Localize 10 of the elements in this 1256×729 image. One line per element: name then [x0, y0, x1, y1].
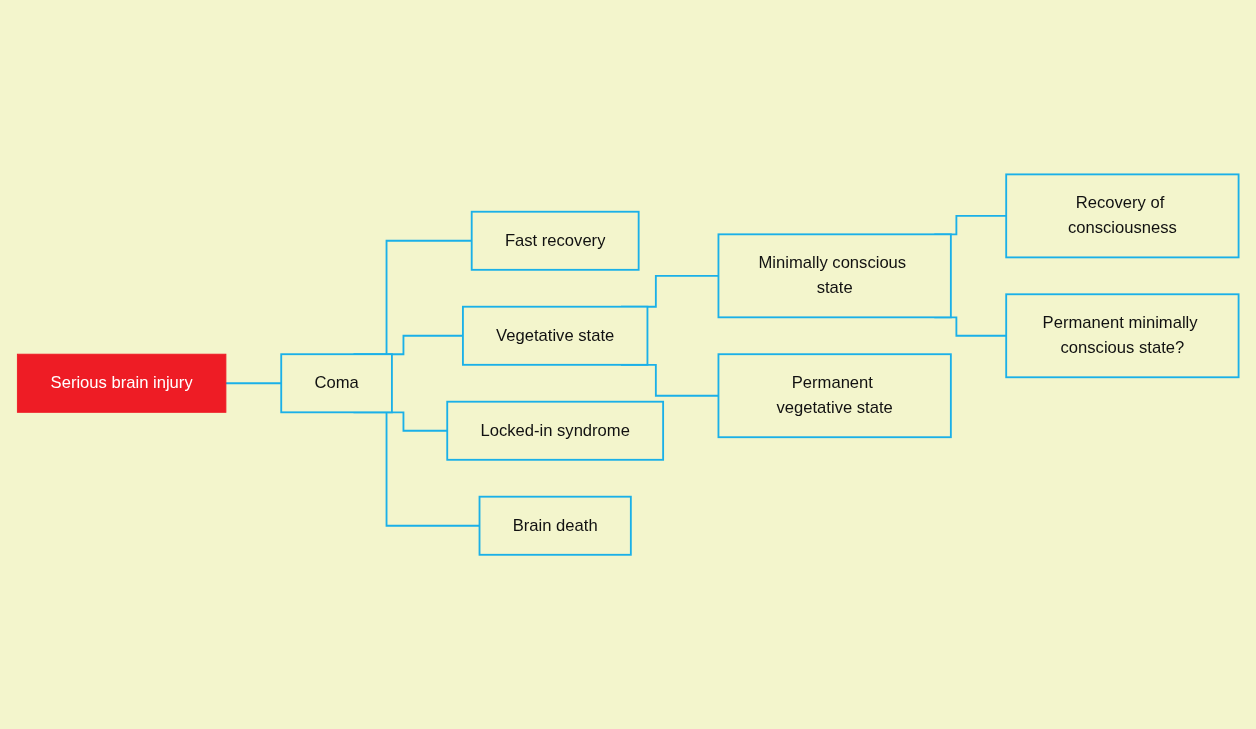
node-box: Locked-in syndrome: [446, 400, 665, 461]
node-box: Permanent vegetative state: [717, 353, 952, 439]
node-box: Recovery of consciousness: [1005, 173, 1240, 259]
node-box: Minimally conscious state: [717, 233, 952, 319]
node-box: Serious brain injury: [16, 353, 227, 413]
node-box: Brain death: [478, 495, 632, 556]
node-box: Vegetative state: [462, 305, 649, 366]
node-box: Coma: [280, 353, 393, 414]
node-box: Fast recovery: [470, 210, 640, 271]
node-box: Permanent minimally conscious state?: [1005, 293, 1240, 379]
